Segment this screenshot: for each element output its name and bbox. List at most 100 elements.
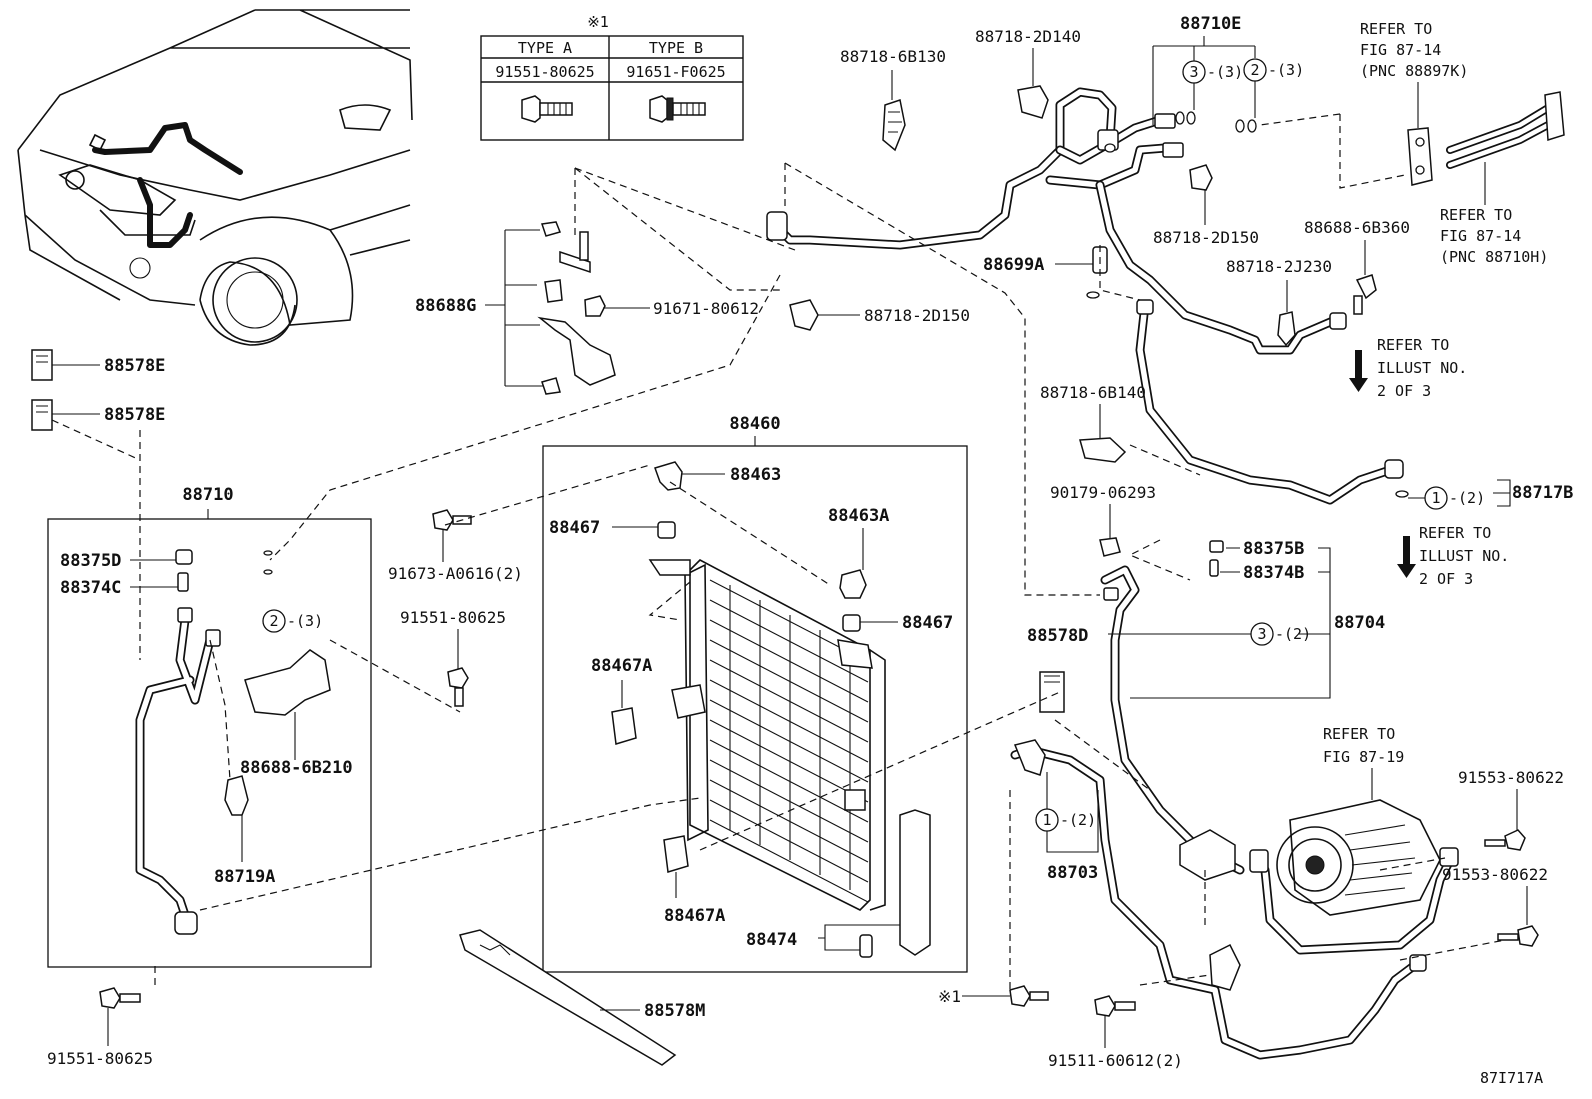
circle-1-88703: 1 [1042, 811, 1051, 829]
label-88467-left: 88467 [549, 518, 600, 538]
liquid-pipe-88704 [1100, 565, 1245, 881]
ref-88897K-line-3: (PNC 88897K) [1360, 62, 1468, 80]
label-88467A-upper: 88467A [591, 656, 652, 676]
label-88688G: 88688G [415, 296, 476, 316]
clamp-88718-6B130-icon [882, 99, 906, 152]
clamp-88718-6B140: 88718-6B140 [1040, 383, 1146, 463]
bolt-91673-A0616: 91673-A0616(2) [388, 509, 523, 583]
clamp-88718-2J230: 88718-2J230 [1226, 257, 1332, 347]
label-88719A: 88719A [214, 867, 275, 887]
ref-illust-upper-line-2: ILLUST NO. [1377, 359, 1467, 377]
label-88375D: 88375D [60, 551, 121, 571]
bracket-88688-6B210-icon [244, 649, 331, 716]
nut-90179-06293-icon [1099, 537, 1121, 557]
nut-90179-06293: 90179-06293 [1050, 483, 1156, 557]
clamp-88718-2D140: 88718-2D140 [975, 27, 1081, 119]
ref-87-19-line-2: FIG 87-19 [1323, 748, 1404, 766]
reference-fig-87-19: REFER TO FIG 87-19 [1323, 725, 1404, 800]
bolt-note-1: ※1 [938, 985, 1049, 1007]
plug-88474-icon [859, 934, 873, 958]
ref-87-19-line-1: REFER TO [1323, 725, 1395, 743]
qty-88703: -(2) [1060, 811, 1096, 829]
condenser-fins [709, 579, 869, 903]
label-91511-60612: 91511-60612(2) [1048, 1051, 1183, 1070]
clamp-88718-2D140-icon [1017, 85, 1049, 119]
qty-88710: -(3) [287, 612, 323, 630]
label-88375B: 88375B [1243, 539, 1304, 559]
ref-88710H-line-2: FIG 87-14 [1440, 227, 1521, 245]
qty-3-88710E: -(3) [1207, 63, 1243, 81]
label-88718-2D150-lower: 88718-2D150 [864, 306, 970, 325]
label-88467A-lower: 88467A [664, 906, 725, 926]
label-91671-80612: 91671-80612 [653, 299, 759, 318]
table-part-type-a: 91551-80625 [495, 63, 594, 81]
figure-id: 87I717A [1480, 1069, 1543, 1087]
valve-88374C-icon [177, 572, 189, 592]
cushion-88467-icon [657, 521, 676, 539]
bolt-91673-icon [432, 509, 454, 531]
label-88578M: 88578M [644, 1001, 705, 1021]
liquid-pipe-group-88710: 88710 88375D 88374C 2 -(3) 88688-6B210 8… [47, 485, 372, 968]
ref-88897K-line-2: FIG 87-14 [1360, 41, 1441, 59]
dryer-88474-icon [899, 809, 931, 956]
suction-hose-88717B [1135, 299, 1409, 505]
hose-group-88710E: 88710E 3 -(3) 2 -(3) [1152, 14, 1304, 125]
label-88463: 88463 [730, 465, 781, 485]
seal-88467A-lower-icon [663, 835, 689, 873]
bolt-91551-middle-icon [447, 667, 469, 689]
label-91551-80625-bottom: 91551-80625 [47, 1049, 153, 1068]
bolt-91511-icon [1094, 995, 1116, 1017]
bolt-91553-upper-icon [1504, 829, 1526, 851]
bolt-type-table: ※1 TYPE A TYPE B 91551-80625 91651-F0625 [480, 13, 744, 141]
label-88688-6B360: 88688-6B360 [1304, 218, 1410, 237]
label-91673-A0616: 91673-A0616(2) [388, 564, 523, 583]
clamp-88718-2J230-icon [1277, 311, 1296, 347]
reference-fig-87-14-88897K: REFER TO FIG 87-14 (PNC 88897K) [1360, 20, 1468, 186]
label-88710: 88710 [182, 485, 233, 505]
sensor-88719A-icon [224, 775, 249, 816]
seal-88578M: 88578M [459, 929, 705, 1066]
condenser-core [648, 559, 886, 911]
seal-88467A-upper-icon [611, 707, 637, 745]
clamp-88718-2D150-upper: 88718-2D150 [1153, 164, 1259, 247]
ref-88710H-line-3: (PNC 88710H) [1440, 248, 1548, 266]
label-88474: 88474 [746, 930, 797, 950]
circle-2-88710: 2 [269, 612, 278, 630]
qty-88704: -(2) [1275, 625, 1311, 643]
table-header-type-a: TYPE A [518, 39, 572, 57]
label-88718-2D150-upper: 88718-2D150 [1153, 228, 1259, 247]
bracket-88463-icon [654, 461, 683, 491]
circle-1-88717B: 1 [1431, 489, 1440, 507]
switch-88699A: 88699A [983, 246, 1108, 299]
label-88699A: 88699A [983, 255, 1044, 275]
compressor-illustration [1249, 799, 1459, 972]
circle-3-88710E: 3 [1189, 63, 1198, 81]
label-88718-6B140: 88718-6B140 [1040, 383, 1146, 402]
cushion-88578E-upper-icon [31, 349, 53, 381]
label-91551-80625-middle: 91551-80625 [400, 608, 506, 627]
bolt-note-1-icon [1009, 985, 1031, 1007]
label-88578E-upper: 88578E [104, 356, 165, 376]
cap-88375D-icon [175, 549, 193, 565]
arrow-down-icon [1397, 536, 1416, 578]
cushion-88578E-lower-icon [31, 399, 53, 431]
bolt-type-b-icon [649, 95, 706, 123]
clamp-88718-2D150-upper-icon [1189, 164, 1213, 191]
reference-illust-2-of-3-upper: REFER TO ILLUST NO. 2 OF 3 [1349, 336, 1467, 400]
bolt-91551-80625-middle: 91551-80625 [400, 608, 506, 707]
cushions-88578E: 88578E 88578E [31, 349, 165, 431]
circle-3-88704: 3 [1257, 625, 1266, 643]
label-note-1: ※1 [938, 987, 961, 1006]
hose-88717B-label: 1 -(2) 88717B [1408, 479, 1573, 510]
clamp-88718-2D150-lower: 88718-2D150 [789, 299, 970, 331]
seal-88578D: 88578D [1027, 626, 1088, 713]
label-88703: 88703 [1047, 863, 1098, 883]
table-note: ※1 [587, 13, 609, 31]
label-88710E: 88710E [1180, 14, 1241, 34]
label-88467-right: 88467 [902, 613, 953, 633]
label-88578E-lower: 88578E [104, 405, 165, 425]
ref-illust-lower-line-2: ILLUST NO. [1419, 547, 1509, 565]
reference-illust-2-of-3-lower: REFER TO ILLUST NO. 2 OF 3 [1397, 524, 1509, 588]
label-88374C: 88374C [60, 578, 121, 598]
label-91553-80622-upper: 91553-80622 [1458, 768, 1564, 787]
